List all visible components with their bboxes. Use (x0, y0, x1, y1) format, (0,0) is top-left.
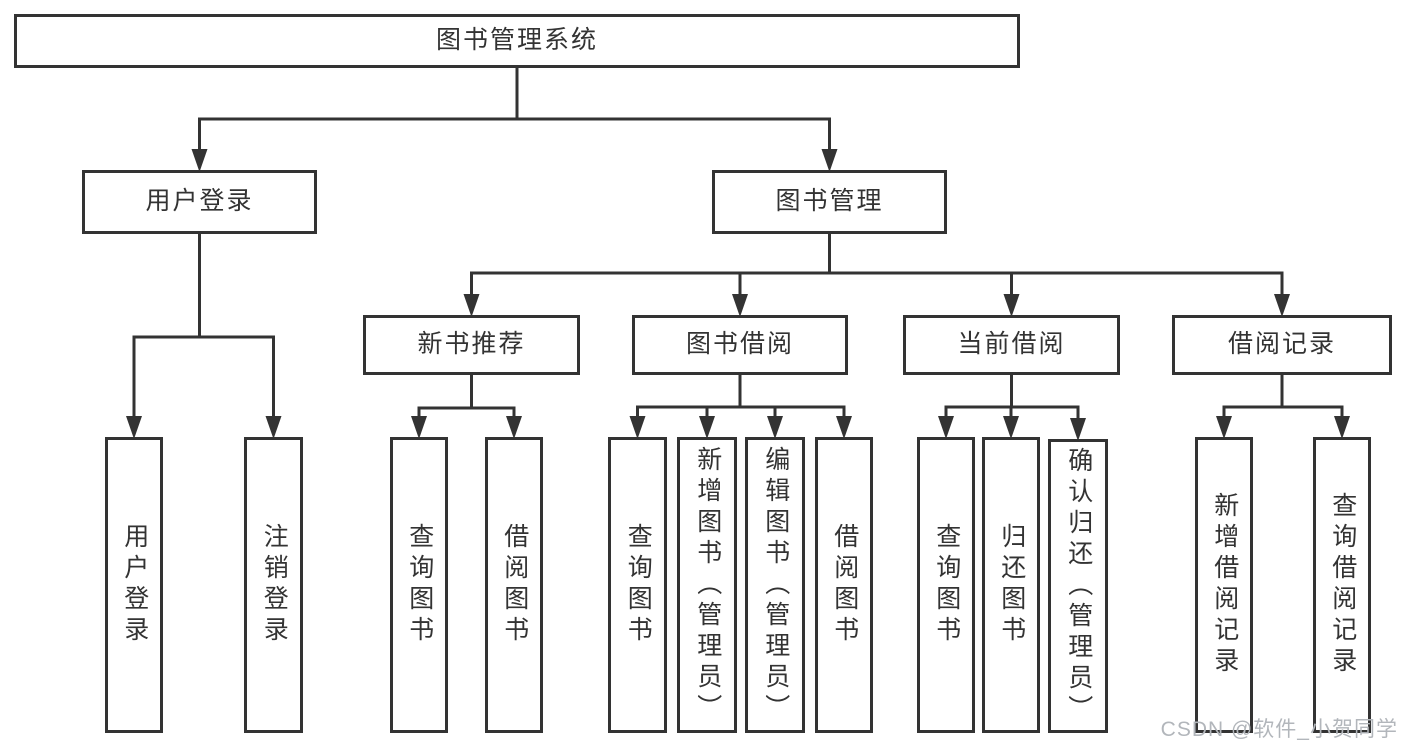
node-leaf-bw2: 新增图书（管理员） (677, 437, 737, 733)
node-leaf-bw1: 查询图书 (608, 437, 667, 733)
node-label: 用户登录 (145, 187, 254, 216)
arrowhead-icon (463, 294, 480, 317)
node-leaf-rc1: 新增借阅记录 (1195, 437, 1253, 733)
arrowhead-icon (767, 416, 783, 439)
node-root: 图书管理系统 (14, 14, 1020, 68)
node-label: 用户登录 (120, 523, 149, 647)
arrowhead-icon (1274, 294, 1290, 317)
node-label: 查询图书 (405, 523, 434, 647)
node-mgmt: 图书管理 (712, 170, 947, 234)
arrowhead-icon (1334, 416, 1350, 439)
node-label: 新增图书（管理员） (693, 445, 722, 725)
node-label: 新书推荐 (417, 330, 526, 359)
node-leaf-cu1: 查询图书 (917, 437, 975, 733)
node-label: 编辑图书（管理员） (761, 445, 790, 725)
node-leaf-cu2: 归还图书 (982, 437, 1040, 733)
node-label: 查询图书 (624, 523, 653, 647)
node-borrow: 图书借阅 (632, 315, 848, 375)
node-label: 确认归还（管理员） (1064, 446, 1093, 726)
arrowhead-icon (506, 416, 522, 439)
node-login: 用户登录 (82, 170, 317, 234)
node-label: 当前借阅 (957, 330, 1066, 359)
arrowhead-icon (1003, 294, 1020, 317)
node-current: 当前借阅 (903, 315, 1120, 375)
arrowhead-icon (821, 149, 838, 172)
node-label: 借阅图书 (500, 523, 529, 647)
node-label: 图书管理 (775, 187, 884, 216)
node-label: 归还图书 (997, 523, 1026, 647)
node-leaf-nb1: 查询图书 (390, 437, 448, 733)
node-label: 注销登录 (260, 523, 289, 647)
node-label: 图书管理系统 (435, 26, 598, 55)
node-label: 借阅图书 (830, 523, 859, 647)
arrowhead-icon (629, 416, 646, 439)
arrowhead-icon (126, 416, 142, 439)
arrowhead-icon (938, 416, 954, 439)
node-label: 查询借阅记录 (1328, 492, 1357, 678)
arrowhead-icon (699, 416, 715, 439)
arrowhead-icon (1070, 418, 1086, 441)
node-leaf-rc2: 查询借阅记录 (1313, 437, 1371, 733)
node-label: 图书借阅 (685, 330, 794, 359)
node-leaf-bw3: 编辑图书（管理员） (745, 437, 805, 733)
node-newbook: 新书推荐 (363, 315, 580, 375)
node-leaf-lg1: 用户登录 (105, 437, 163, 733)
arrowhead-icon (1003, 416, 1019, 439)
arrowhead-icon (732, 294, 748, 317)
arrowhead-icon (411, 416, 427, 439)
node-leaf-cu3: 确认归还（管理员） (1048, 439, 1108, 733)
arrowhead-icon (265, 416, 282, 439)
arrowhead-icon (1216, 416, 1232, 439)
node-label: 借阅记录 (1227, 330, 1336, 359)
watermark: CSDN @软件_小贺同学 (1160, 718, 1398, 741)
node-leaf-nb2: 借阅图书 (485, 437, 543, 733)
node-label: 新增借阅记录 (1210, 492, 1239, 678)
arrowhead-icon (836, 416, 852, 439)
node-label: 查询图书 (932, 523, 961, 647)
node-leaf-lg2: 注销登录 (244, 437, 303, 733)
arrowhead-icon (191, 149, 208, 172)
node-leaf-bw4: 借阅图书 (815, 437, 873, 733)
node-records: 借阅记录 (1172, 315, 1392, 375)
